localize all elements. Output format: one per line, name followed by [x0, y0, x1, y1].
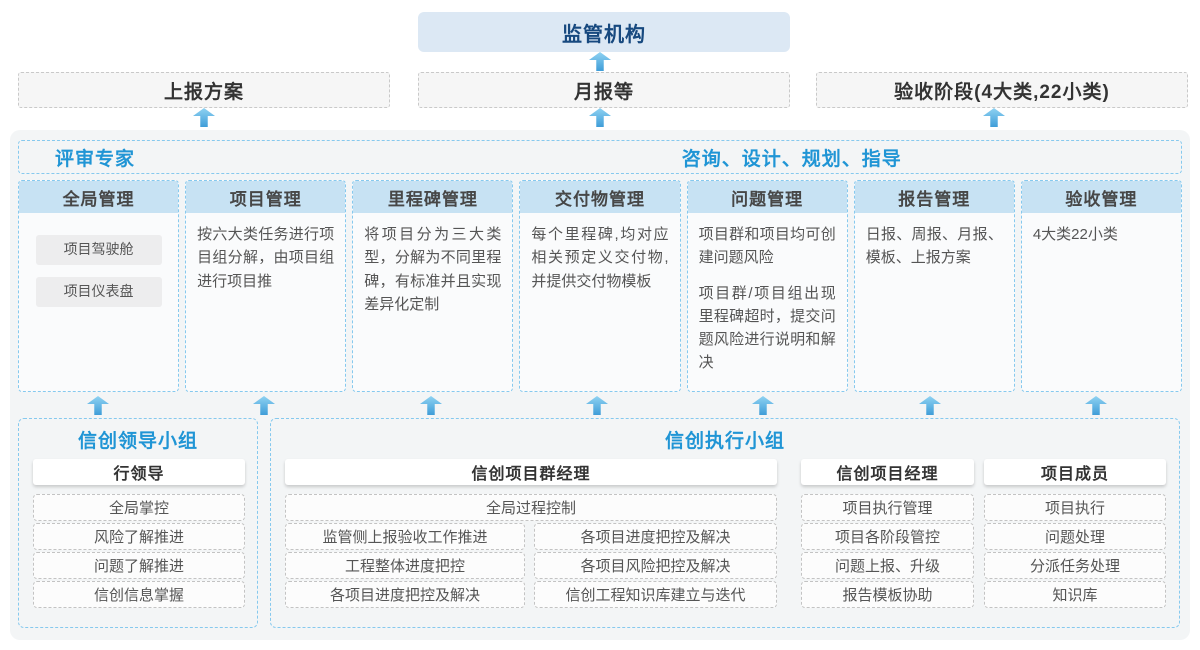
leadership-item: 全局掌控	[33, 494, 245, 521]
member-item: 知识库	[984, 581, 1166, 608]
column-report-management: 报告管理 日报、周报、月报、模板、上报方案	[853, 180, 1015, 392]
acceptance-stage-box: 验收阶段(4大类,22小类)	[816, 72, 1188, 108]
column-milestone-management: 里程碑管理 将项目分为三大类型，分解为不同里程碑，有标准并且实现差异化定制	[352, 180, 514, 392]
column-paragraph: 4大类22小类	[1032, 226, 1118, 243]
column-body: 项目驾驶舱 项目仪表盘	[19, 213, 178, 317]
column-title: 全局管理	[19, 181, 179, 213]
project-manager-item: 报告模板协助	[801, 581, 974, 608]
column-body: 将项目分为三大类型，分解为不同里程碑，有标准并且实现差异化定制	[353, 213, 512, 338]
project-manager-item: 项目各阶段管控	[801, 523, 974, 550]
column-issue-management: 问题管理 项目群和项目均可创建问题风险 项目群/项目组出现里程碑超时，提交问题风…	[686, 180, 848, 392]
program-manager-item: 工程整体进度把控	[285, 552, 525, 579]
up-arrow	[193, 108, 215, 127]
program-manager-role-bar: 信创项目群经理	[285, 459, 777, 485]
column-body: 每个里程碑,均对应相关预定义交付物,并提供交付物模板	[520, 213, 679, 315]
column-body: 按六大类任务进行项目组分解，由项目组进行项目推	[186, 213, 345, 315]
program-manager-item: 全局过程控制	[285, 494, 777, 521]
column-paragraph: 项目群和项目均可创建问题风险	[698, 226, 836, 267]
program-manager-item: 各项目风险把控及解决	[534, 552, 777, 579]
program-manager-item: 监管侧上报验收工作推进	[285, 523, 525, 550]
project-manager-item: 问题上报、升级	[801, 552, 974, 579]
monthly-report-box: 月报等	[418, 72, 790, 108]
column-paragraph: 按六大类任务进行项目组分解，由项目组进行项目推	[197, 226, 335, 290]
column-title: 验收管理	[1021, 181, 1181, 213]
project-manager-item: 项目执行管理	[801, 494, 974, 521]
column-title: 问题管理	[687, 181, 847, 213]
leadership-item: 信创信息掌握	[33, 581, 245, 608]
member-item: 项目执行	[984, 494, 1166, 521]
column-paragraph: 项目群/项目组出现里程碑超时，提交问题风险进行说明和解决	[698, 284, 836, 372]
column-project-management: 项目管理 按六大类任务进行项目组分解，由项目组进行项目推	[185, 180, 347, 392]
member-item: 问题处理	[984, 523, 1166, 550]
member-role-bar: 项目成员	[984, 459, 1166, 485]
column-body: 4大类22小类	[1022, 213, 1181, 268]
execution-group-title: 信创执行小组	[664, 431, 785, 452]
project-dashboard-tag: 项目仪表盘	[35, 277, 162, 307]
review-experts-label: 评审专家	[55, 148, 136, 170]
column-paragraph: 将项目分为三大类型，分解为不同里程碑，有标准并且实现差异化定制	[364, 226, 502, 313]
column-title: 项目管理	[186, 181, 346, 213]
column-body: 日报、周报、月报、模板、上报方案	[855, 213, 1014, 292]
member-item: 分派任务处理	[984, 552, 1166, 579]
up-arrow	[589, 52, 611, 71]
up-arrow	[983, 108, 1005, 127]
column-paragraph: 每个里程碑,均对应相关预定义交付物,并提供交付物模板	[531, 226, 669, 290]
leadership-item: 问题了解推进	[33, 552, 245, 579]
project-manager-role-bar: 信创项目经理	[801, 459, 974, 485]
leadership-group-title: 信创领导小组	[77, 431, 198, 452]
experts-header-bar: 评审专家 咨询、设计、规划、指导	[18, 140, 1182, 174]
management-columns: 全局管理 项目驾驶舱 项目仪表盘 项目管理 按六大类任务进行项目组分解，由项目组…	[18, 180, 1182, 392]
project-cockpit-tag: 项目驾驶舱	[35, 235, 162, 265]
column-acceptance-management: 验收管理 4大类22小类	[1020, 180, 1182, 392]
bank-leader-role-bar: 行领导	[33, 459, 245, 485]
consulting-label: 咨询、设计、规划、指导	[681, 148, 902, 170]
leadership-group-box: 信创领导小组 行领导 全局掌控 风险了解推进 问题了解推进 信创信息掌握	[18, 418, 258, 628]
leadership-item: 风险了解推进	[33, 523, 245, 550]
column-global-management: 全局管理 项目驾驶舱 项目仪表盘	[18, 180, 180, 392]
program-manager-item: 各项目进度把控及解决	[285, 581, 525, 608]
program-manager-item: 各项目进度把控及解决	[534, 523, 777, 550]
regulator-box: 监管机构	[418, 12, 790, 52]
column-paragraph: 日报、周报、月报、模板、上报方案	[865, 226, 1003, 267]
report-plan-box: 上报方案	[18, 72, 390, 108]
column-body: 项目群和项目均可创建问题风险 项目群/项目组出现里程碑超时，提交问题风险进行说明…	[688, 213, 847, 391]
program-manager-item: 信创工程知识库建立与迭代	[534, 581, 777, 608]
execution-group-box: 信创执行小组 信创项目群经理 全局过程控制 监管侧上报验收工作推进 工程整体进度…	[270, 418, 1180, 628]
up-arrow	[589, 108, 611, 127]
column-title: 交付物管理	[520, 181, 680, 213]
column-title: 报告管理	[854, 181, 1014, 213]
column-title: 里程碑管理	[353, 181, 513, 213]
column-deliverable-management: 交付物管理 每个里程碑,均对应相关预定义交付物,并提供交付物模板	[519, 180, 681, 392]
